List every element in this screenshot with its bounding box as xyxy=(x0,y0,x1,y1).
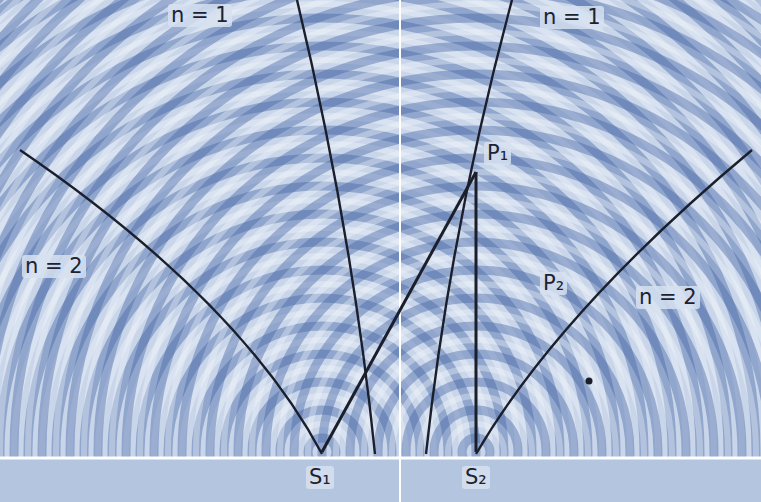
wave-crests xyxy=(0,0,761,458)
source-label: S₁ xyxy=(306,466,334,489)
wave-crest xyxy=(0,0,761,458)
wave-trough xyxy=(28,4,761,458)
wave-crest xyxy=(0,0,761,458)
wave-trough xyxy=(0,0,761,458)
wave-trough xyxy=(0,0,761,458)
wave-trough xyxy=(0,0,761,458)
wave-crest xyxy=(0,0,761,458)
tank-edge xyxy=(0,458,761,502)
wave-trough xyxy=(0,0,761,458)
center-line xyxy=(399,0,401,502)
order-label: n = 2 xyxy=(22,255,86,278)
wave-trough xyxy=(0,0,761,458)
path-s2-p1 xyxy=(475,172,478,452)
wave-trough xyxy=(0,0,761,458)
wave-crest xyxy=(0,0,761,458)
nodal-line-n2-right xyxy=(476,150,752,454)
wave-crest xyxy=(0,0,761,458)
wave-trough xyxy=(0,0,761,458)
wave-trough xyxy=(0,0,761,458)
wave-trough xyxy=(0,0,761,458)
wave-crest xyxy=(0,0,761,458)
nodal-line-n1-left xyxy=(297,0,375,454)
wave-crest xyxy=(0,0,761,458)
path-lines xyxy=(322,172,476,452)
order-label: n = 2 xyxy=(636,286,700,309)
wave-crest xyxy=(0,0,761,458)
wave-crest xyxy=(0,0,761,458)
wave-crest xyxy=(0,0,761,458)
wave-trough xyxy=(0,0,761,458)
wave-crest xyxy=(98,74,761,458)
wave-crest xyxy=(0,0,761,458)
order-label: n = 1 xyxy=(168,4,232,27)
wave-crest xyxy=(0,0,761,458)
wave-crest xyxy=(0,0,761,458)
baseline xyxy=(0,457,761,460)
source-label: S₂ xyxy=(462,466,490,489)
point-label: P₁ xyxy=(484,142,511,165)
wave-crest xyxy=(0,0,761,458)
wave-trough xyxy=(0,0,761,458)
wave-trough xyxy=(84,60,761,458)
wave-trough xyxy=(0,0,761,458)
wave-trough xyxy=(0,0,761,458)
wave-crest xyxy=(0,0,761,458)
order-label: n = 1 xyxy=(540,6,604,29)
point-label: P₂ xyxy=(540,272,567,295)
nodal-line-n2-left xyxy=(20,150,322,454)
nodal-lines xyxy=(20,0,752,454)
wave-crest xyxy=(0,0,761,458)
wave-trough xyxy=(0,0,761,458)
nodal-line-n1-right xyxy=(426,0,512,454)
wave-trough xyxy=(0,0,761,458)
point-p2 xyxy=(586,378,593,385)
wave-trough xyxy=(0,0,761,458)
path-s1-p1 xyxy=(322,172,476,452)
wave-crest xyxy=(0,0,761,458)
wave-trough xyxy=(0,0,761,458)
wave-trough xyxy=(0,0,761,458)
